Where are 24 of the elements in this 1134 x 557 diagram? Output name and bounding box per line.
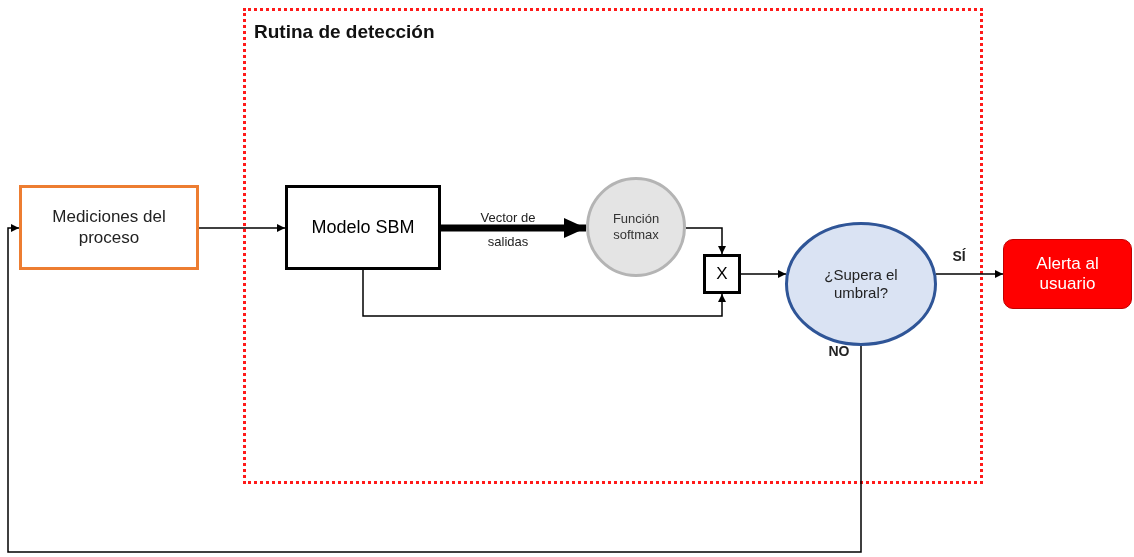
process-box [285,185,441,270]
node-label: Función softmax [611,211,661,243]
edge-label: Vector de salidas [479,209,537,251]
arrow [740,270,787,278]
arrow [935,270,1004,278]
arrow [362,269,726,317]
arrow [198,224,286,232]
frame-title: Rutina de detección [254,21,435,44]
node-label: Mediciones del proceso [51,207,167,248]
edge-label: NO [827,343,851,359]
node-label: Modelo SBM [311,216,415,239]
multiplier-box [703,254,741,294]
node-label: Alerta al usuario [1035,253,1100,295]
arrow [685,227,726,255]
decision-ellipse [785,222,937,346]
detection-routine-frame [243,8,983,484]
arrow [441,218,586,238]
node-label: X [716,263,728,285]
process-box [19,185,199,270]
arrow [7,224,862,553]
node-label: ¿Supera el umbral? [823,266,899,302]
function-circle [586,177,686,277]
alert-box [1003,239,1132,309]
edge-label: SÍ [951,248,967,264]
